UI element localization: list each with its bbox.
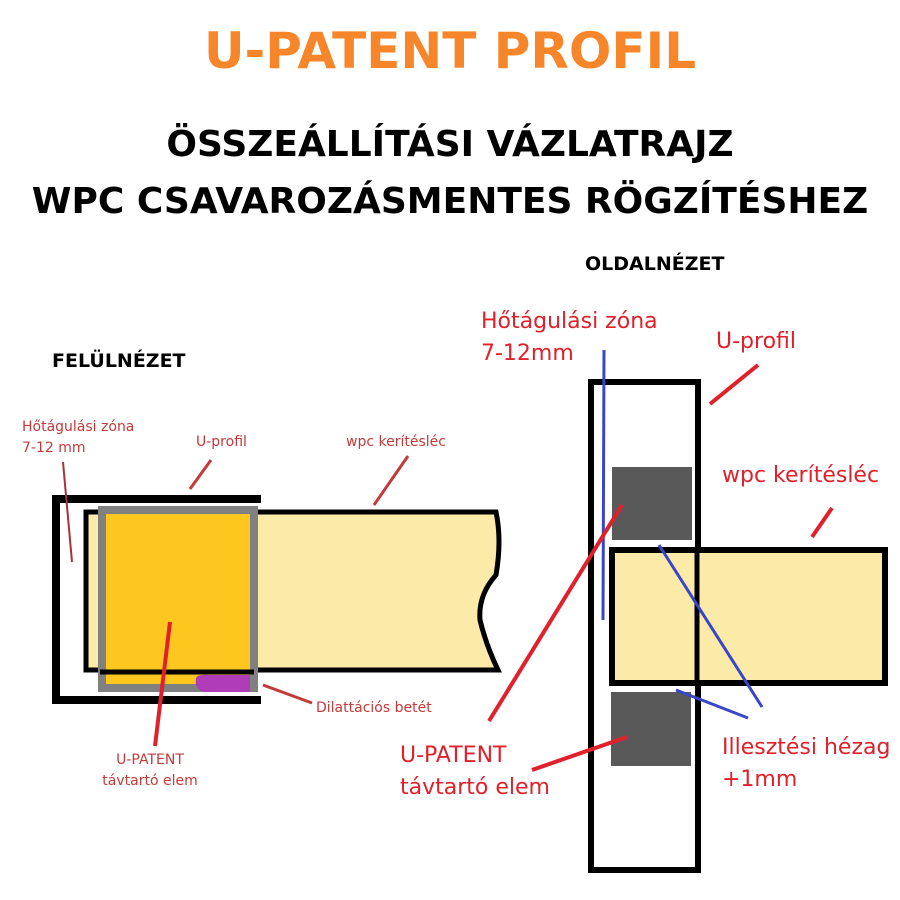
top-u-profile-label: U-profil (196, 434, 247, 450)
side-u-profile-label: U-profil (716, 329, 796, 354)
label-line: U-PATENT (116, 752, 184, 768)
spacer-element-top (98, 506, 258, 692)
subtitle-line-1: ÖSSZEÁLLÍTÁSI VÁZLATRAJZ (166, 124, 734, 165)
spacer-element-upper (612, 467, 692, 540)
dilatation-insert-label: Dilattációs betét (316, 700, 432, 716)
label-line: +1mm (722, 767, 798, 792)
top-spacer-label: U-PATENT távtartó elem (100, 750, 200, 792)
page-title: U-PATENT PROFIL (203, 22, 697, 80)
label-line: Hőtágulási zóna (481, 309, 658, 334)
top-view-heading: FELÜLNÉZET (52, 350, 186, 372)
label-line: távtartó elem (400, 775, 550, 800)
u-profile-top (52, 495, 261, 704)
fit-gap-label: Illesztési hézag +1mm (722, 732, 890, 796)
side-spacer-label: U-PATENT távtartó elem (400, 740, 550, 804)
label-line: Illesztési hézag (722, 735, 891, 760)
spacer-element-lower (611, 692, 691, 766)
top-wpc-board-label: wpc kerítésléc (346, 434, 446, 450)
side-view-drawing (487, 349, 888, 873)
subtitle-line-2: WPC CSAVAROZÁSMENTES RÖGZÍTÉSHEZ (31, 181, 869, 222)
label-line: U-PATENT (400, 743, 507, 768)
label-line: 7-12mm (481, 341, 574, 366)
side-wpc-board-label: wpc kerítésléc (722, 463, 880, 488)
label-line: távtartó elem (102, 773, 198, 789)
label-line: Hőtágulási zóna (22, 419, 135, 435)
side-thermal-zone-label: Hőtágulási zóna 7-12mm (481, 306, 658, 370)
top-view-drawing (52, 455, 502, 747)
label-line: 7-12 mm (22, 440, 86, 456)
dilatation-insert (195, 674, 250, 692)
side-view-heading: OLDALNÉZET (585, 253, 725, 275)
top-thermal-zone-label: Hőtágulási zóna 7-12 mm (22, 417, 134, 459)
wpc-board-side (609, 547, 888, 686)
